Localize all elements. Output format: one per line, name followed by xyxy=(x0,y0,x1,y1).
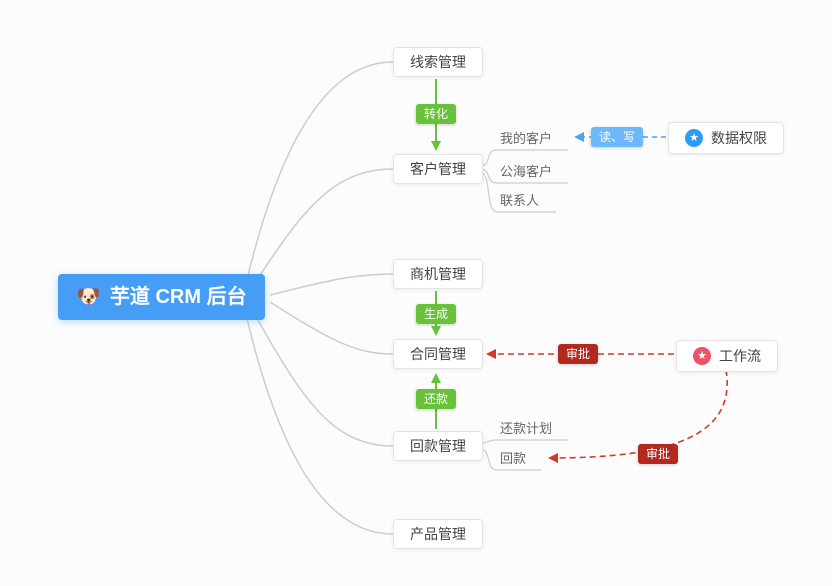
node-workflow: ★ 工作流 xyxy=(676,340,778,372)
line-receivable-to-payment xyxy=(479,448,542,471)
curve-root-to-product xyxy=(244,309,394,535)
edge-label-generate: 生成 xyxy=(415,304,457,324)
curve-root-to-lead xyxy=(244,61,394,289)
dog-logo-icon: 🐶 xyxy=(76,286,101,308)
star-icon-red: ★ xyxy=(693,347,711,365)
line-customer-to-pool xyxy=(479,168,568,184)
edge-label-approve-contract: 审批 xyxy=(557,344,599,364)
workflow-label: 工作流 xyxy=(719,348,761,364)
data-permission-label: 数据权限 xyxy=(711,130,767,146)
node-lead-management: 线索管理 xyxy=(393,47,483,77)
child-branch-lines xyxy=(479,149,568,471)
leaf-payment: 回款 xyxy=(500,451,527,466)
edge-label-repay: 还款 xyxy=(415,389,457,409)
curve-root-to-contract xyxy=(269,301,394,355)
leaf-public-pool-customers: 公海客户 xyxy=(500,164,553,179)
edge-label-read-write: 读、写 xyxy=(590,127,644,147)
edge-label-convert: 转化 xyxy=(415,104,457,124)
curve-root-to-opportunity xyxy=(269,273,394,296)
root-branch-curves xyxy=(244,61,394,535)
node-product-management: 产品管理 xyxy=(393,519,483,549)
node-data-permission: ★ 数据权限 xyxy=(668,122,784,154)
line-receivable-to-plan xyxy=(479,439,568,444)
node-contract-management: 合同管理 xyxy=(393,339,483,369)
leaf-repayment-plan: 还款计划 xyxy=(500,421,553,436)
line-customer-to-mine xyxy=(479,149,568,167)
node-opportunity-management: 商机管理 xyxy=(393,259,483,289)
curve-root-to-receivable xyxy=(249,305,394,447)
leaf-contacts: 联系人 xyxy=(500,193,540,208)
node-customer-management: 客户管理 xyxy=(393,154,483,184)
star-icon-blue: ★ xyxy=(685,129,703,147)
curve-root-to-customer xyxy=(249,168,394,291)
root-node-label: 芋道 CRM 后台 xyxy=(109,286,247,308)
node-root-yudao-crm: 🐶 芋道 CRM 后台 xyxy=(58,274,265,320)
leaf-my-customers: 我的客户 xyxy=(500,131,553,146)
line-customer-to-contact xyxy=(479,171,556,213)
node-receivable-management: 回款管理 xyxy=(393,431,483,461)
edge-label-approve-receivable: 审批 xyxy=(637,444,679,464)
arrow-approve-receivable xyxy=(548,369,728,463)
